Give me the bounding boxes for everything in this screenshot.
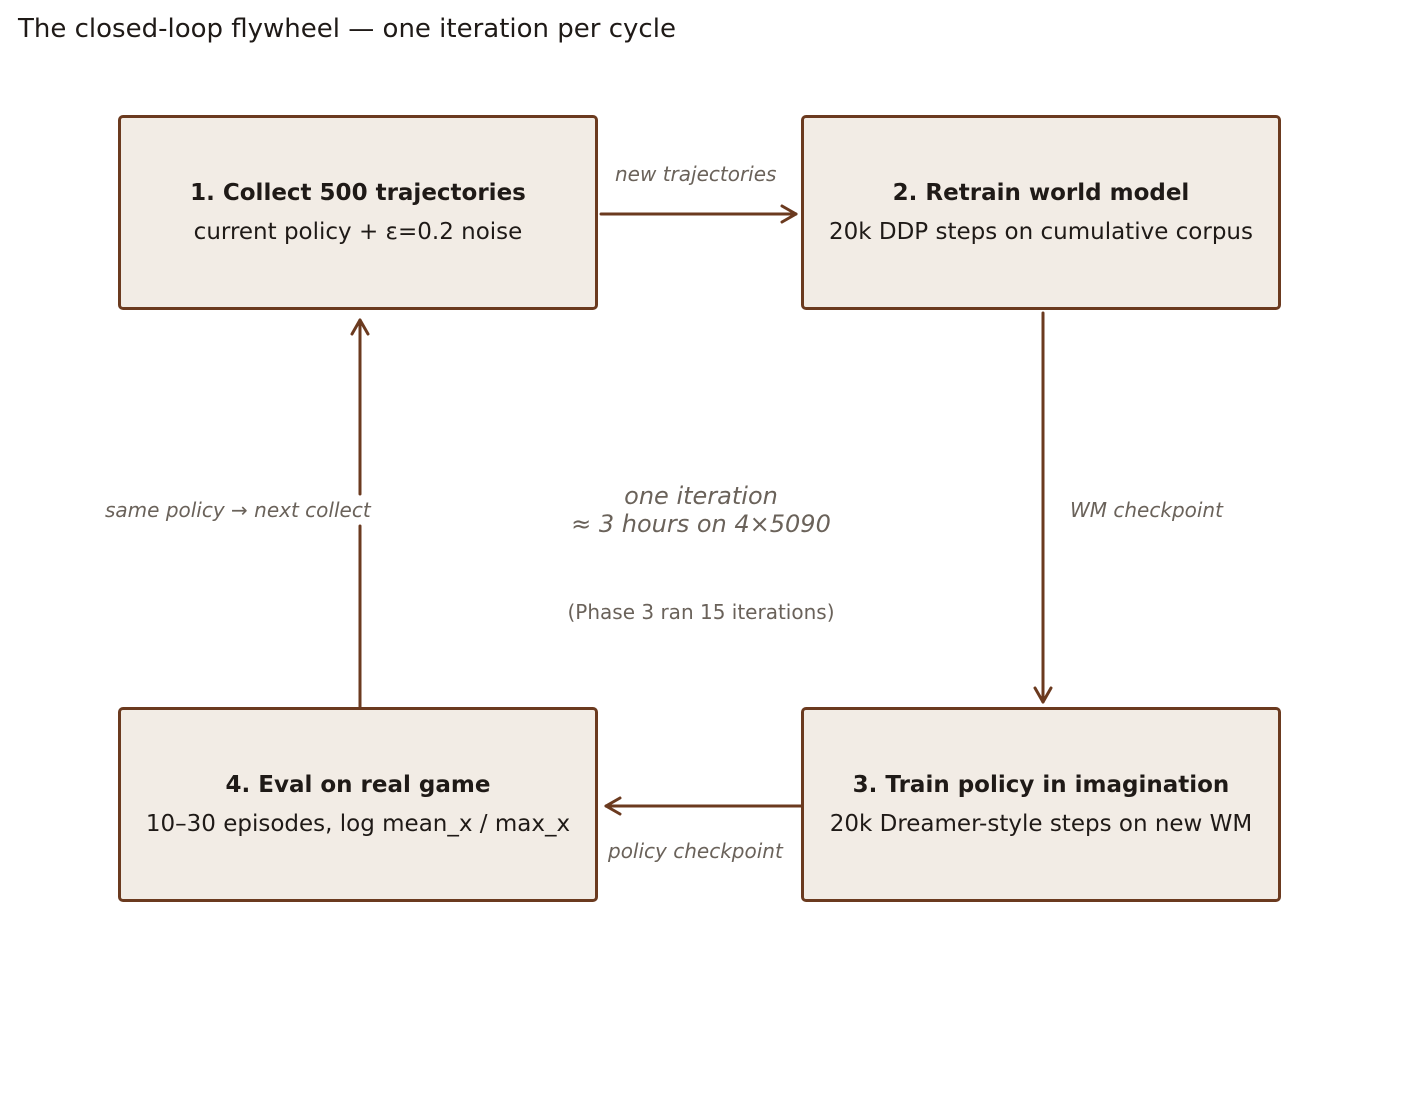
- arrow-collect-to-retrain: [599, 204, 798, 224]
- arrow-eval-to-collect: [350, 318, 370, 709]
- edge-label-policy-checkpoint: policy checkpoint: [608, 839, 783, 863]
- diagram-title: The closed-loop flywheel — one iteration…: [18, 14, 676, 44]
- arrow-train-to-eval: [604, 796, 803, 816]
- step-eval-title: 4. Eval on real game: [225, 771, 491, 798]
- step-train-title: 3. Train policy in imagination: [852, 771, 1230, 798]
- step-retrain-title: 2. Retrain world model: [892, 179, 1190, 206]
- step-collect-subtitle: current policy + ε=0.2 noise: [193, 218, 523, 245]
- step-collect-title: 1. Collect 500 trajectories: [190, 179, 526, 206]
- center-label-iteration: one iteration: [624, 482, 778, 510]
- edge-label-new-trajectories: new trajectories: [615, 162, 777, 186]
- edge-label-wm-checkpoint: WM checkpoint: [1070, 498, 1223, 522]
- step-train-subtitle: 20k Dreamer-style steps on new WM: [829, 810, 1253, 837]
- step-eval-subtitle: 10–30 episodes, log mean_x / max_x: [145, 810, 571, 837]
- step-retrain-subtitle: 20k DDP steps on cumulative corpus: [828, 218, 1253, 245]
- step-retrain-box: 2. Retrain world model 20k DDP steps on …: [801, 115, 1281, 310]
- arrow-retrain-to-train: [1033, 311, 1053, 704]
- step-eval-box: 4. Eval on real game 10–30 episodes, log…: [118, 707, 598, 902]
- edge-label-next-collect: same policy → next collect: [105, 498, 371, 522]
- step-collect-box: 1. Collect 500 trajectories current poli…: [118, 115, 598, 310]
- step-train-box: 3. Train policy in imagination 20k Dream…: [801, 707, 1281, 902]
- center-label-duration: ≈ 3 hours on 4×5090: [571, 510, 831, 538]
- center-note: (Phase 3 ran 15 iterations): [567, 600, 835, 624]
